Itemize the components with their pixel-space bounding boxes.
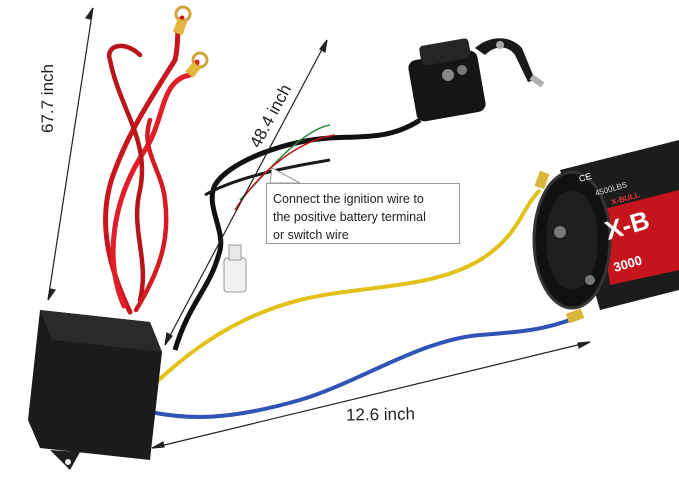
dimension-line-b [164, 39, 328, 346]
blue-terminal [565, 308, 585, 324]
ring-terminal-2 [185, 51, 209, 78]
ring-terminal-1 [172, 5, 192, 36]
control-box [28, 310, 162, 470]
dimension-line-c [151, 341, 591, 449]
callout-line: Connect the ignition wire to [273, 192, 424, 206]
dimension-line-a [47, 7, 94, 301]
length-label-motor-leads: 12.6 inch [345, 404, 416, 425]
remote-switch [408, 38, 545, 122]
winch-ce-mark: CE [578, 171, 593, 184]
blue-wire [149, 316, 576, 419]
winch-motor: X-B 3000 4500LBS X-BULL CE [532, 140, 679, 310]
callout-line: or switch wire [273, 228, 349, 242]
callout-line: the positive battery terminal [273, 210, 426, 224]
yellow-wire [148, 188, 542, 390]
inline-connector [223, 244, 247, 293]
callout-pointer [269, 167, 301, 184]
ignition-wire-callout: Connect the ignition wire to the positiv… [266, 183, 460, 244]
yellow-terminal [534, 170, 550, 190]
red-wire-bundle [103, 15, 200, 315]
length-label-power-cable: 67.7 inch [38, 64, 57, 133]
